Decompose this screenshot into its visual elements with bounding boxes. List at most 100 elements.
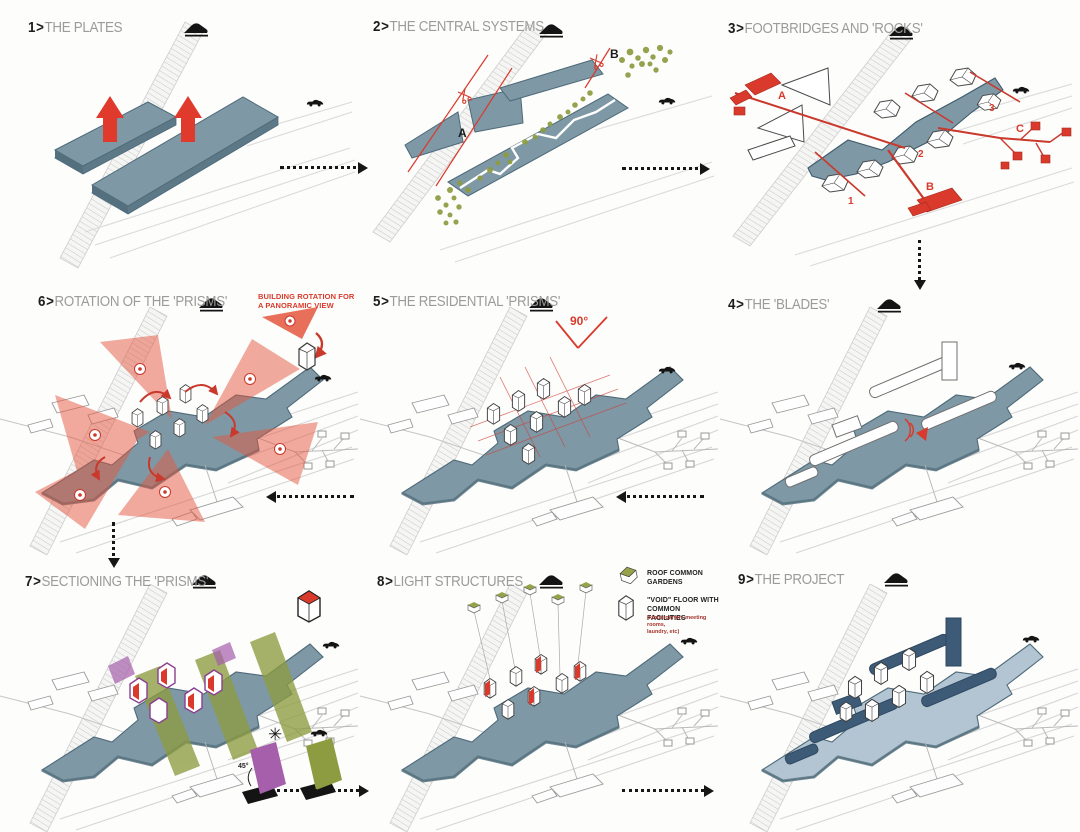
panel-9-illustration <box>720 572 1080 832</box>
sectioned-prisms <box>108 642 236 724</box>
train-icon <box>538 574 564 589</box>
train-icon <box>876 298 902 313</box>
panel-1-illustration <box>53 21 356 269</box>
panel-5-residential-prisms: 5>THE RESIDENTIAL 'PRISMS' 90° <box>360 277 720 555</box>
tilt-arc <box>247 767 253 787</box>
flow-arrow-6-to-7 <box>107 522 120 568</box>
step-title: LIGHT STRUCTURES <box>393 574 524 590</box>
label-b: B <box>610 47 619 61</box>
car-icon <box>1008 362 1026 370</box>
prism-icon <box>298 342 316 371</box>
legend-void-floor: "VOID" FLOOR WITH COMMON FACILITIES <box>647 596 720 623</box>
legend-line: "VOID" FLOOR WITH <box>647 597 719 604</box>
step-title: THE RESIDENTIAL 'PRISMS' <box>389 294 561 310</box>
panel-1-the-plates: 1>THE PLATES <box>0 0 360 278</box>
panel-6-legend: BUILDING ROTATION FOR A PANORAMIC VIEW <box>258 292 354 311</box>
panel-3-illustration: A B C 1 2 3 <box>729 25 1075 267</box>
label-3: 3 <box>989 103 995 114</box>
step-title: THE 'BLADES' <box>744 297 830 313</box>
signal-icon <box>904 418 928 442</box>
light-structures <box>467 582 593 614</box>
step-number: 1 <box>28 20 36 36</box>
scissors-icon <box>589 54 604 70</box>
step-number: 8 <box>377 574 385 590</box>
panel-5-title: 5>THE RESIDENTIAL 'PRISMS' <box>373 294 560 310</box>
panel-8-illustration <box>360 566 720 832</box>
step-title: THE CENTRAL SYSTEMS <box>389 19 545 35</box>
label-a: A <box>778 90 786 102</box>
flow-arrow-8-to-9 <box>622 784 714 797</box>
step-separator: > <box>46 294 54 310</box>
hoist-lines <box>473 590 587 680</box>
flow-arrow-2-to-3 <box>622 162 710 175</box>
step-title: ROTATION OF THE 'PRISMS' <box>54 294 228 310</box>
cut-plates <box>404 59 629 197</box>
rotation-arrows <box>90 384 240 483</box>
rotation-arrow <box>314 332 327 359</box>
panel-4-the-blades: 4>THE 'BLADES' <box>720 277 1080 555</box>
step-number: 3 <box>728 21 736 37</box>
panel-6-title: 6>ROTATION OF THE 'PRISMS' <box>38 294 227 310</box>
panel-purple <box>250 742 286 794</box>
step-separator: > <box>746 572 754 588</box>
angle-mark <box>555 316 608 349</box>
legend-subline: (kindergarten, meeting rooms, <box>647 615 707 628</box>
panel-6-illustration <box>0 297 360 555</box>
lift-arrows <box>96 96 202 142</box>
plate-large <box>91 96 279 215</box>
legend-graphic <box>262 307 327 371</box>
cut-prism-icon <box>297 590 321 623</box>
step-separator: > <box>381 294 389 310</box>
car-icon <box>1012 86 1030 94</box>
flow-arrow-3-to-4 <box>913 240 926 290</box>
flow-arrow-7-to-8 <box>277 784 369 797</box>
step-title: THE PLATES <box>44 20 123 36</box>
car-icon <box>658 97 676 105</box>
step-number: 2 <box>373 19 381 35</box>
step-separator: > <box>33 574 41 590</box>
panel-7-title: 7>SECTIONING THE 'PRISMS' <box>25 574 209 590</box>
trees <box>435 44 673 226</box>
car-icon <box>310 729 328 737</box>
car-icon <box>306 99 324 107</box>
red-structures <box>729 72 1072 217</box>
step-number: 9 <box>738 572 746 588</box>
step-title: FOOTBRIDGES AND 'ROCKS' <box>744 21 923 37</box>
panel-9-the-project: 9>THE PROJECT <box>720 554 1080 832</box>
panel-7-illustration: ✳ 45° <box>0 574 360 832</box>
car-icon <box>1022 635 1040 643</box>
car-icon <box>680 637 698 645</box>
panel-2-title: 2>THE CENTRAL SYSTEMS <box>373 19 544 35</box>
step-separator: > <box>385 574 393 590</box>
railway-band <box>732 27 913 247</box>
panel-3-title: 3>FOOTBRIDGES AND 'ROCKS' <box>728 21 923 37</box>
legend-line-1: BUILDING ROTATION FOR <box>258 292 355 301</box>
flow-arrow-4-to-5 <box>616 490 704 503</box>
legend-line-2: A PANORAMIC VIEW <box>258 301 334 311</box>
flow-arrow-5-to-6 <box>266 490 354 503</box>
eye-icons <box>74 363 286 501</box>
train-icon <box>883 572 909 587</box>
blades <box>784 341 997 488</box>
panel-3-footbridges-rocks: 3>FOOTBRIDGES AND 'ROCKS' <box>720 0 1080 278</box>
panel-olive <box>306 738 342 790</box>
void-floor-prism-icon <box>618 595 634 621</box>
label-1: 1 <box>848 196 854 207</box>
step-separator: > <box>736 21 744 37</box>
step-number: 7 <box>25 574 33 590</box>
legend-line: ROOF COMMON <box>647 570 703 577</box>
white-triangles <box>747 67 831 161</box>
panel-4-illustration <box>720 298 1080 555</box>
angle-label: 90° <box>570 314 588 328</box>
step-separator: > <box>736 297 744 313</box>
panel-7-sectioning-prisms: 7>SECTIONING THE 'PRISMS' <box>0 554 360 832</box>
step-number: 5 <box>373 294 381 310</box>
footbridges <box>734 71 1065 204</box>
legend-line: GARDENS <box>647 579 683 587</box>
scissors-icon <box>457 88 472 104</box>
step-separator: > <box>36 20 44 36</box>
label-b: B <box>926 181 934 193</box>
sun-icon: ✳ <box>268 725 282 744</box>
car-icon <box>322 641 340 649</box>
